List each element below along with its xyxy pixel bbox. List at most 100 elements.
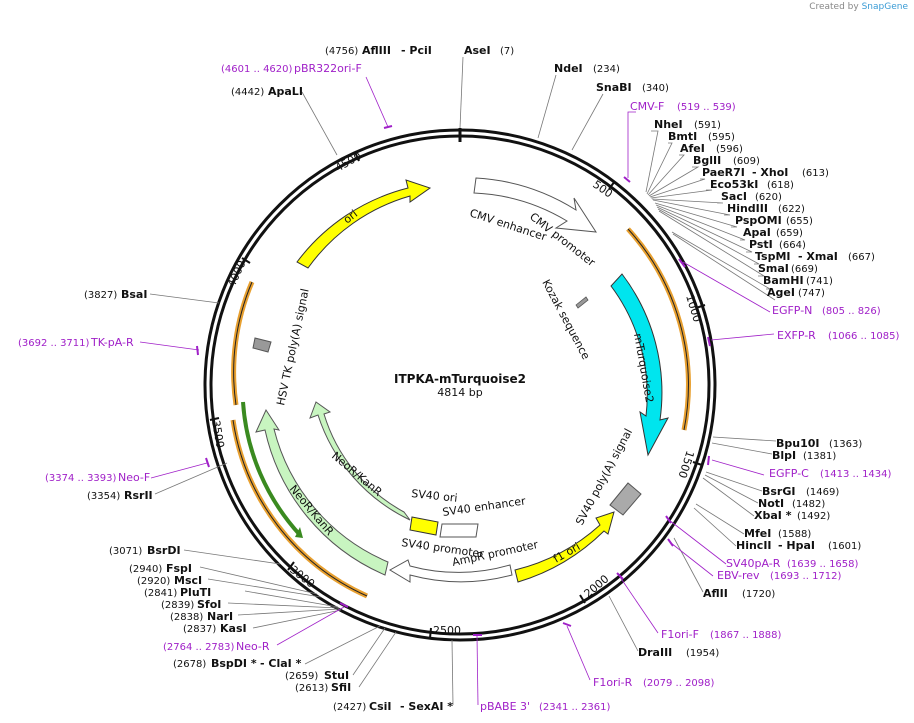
snabi-name: SnaBI bbox=[596, 81, 632, 94]
afliii-pos: (4756) bbox=[325, 46, 358, 57]
hpai-name: - HpaI bbox=[778, 539, 815, 552]
map-title: ITPKA-mTurquoise2 bbox=[394, 372, 526, 386]
kasi-pos: (2837) bbox=[183, 624, 216, 635]
exfpr-pos: (1066 .. 1085) bbox=[828, 331, 900, 342]
tspmi-pos: (667) bbox=[848, 252, 875, 263]
fspi-name: FspI bbox=[166, 562, 192, 575]
enzyme-leads bbox=[149, 56, 777, 706]
sv40par-name: SV40pA-R bbox=[726, 557, 781, 570]
nhei-name: NheI bbox=[654, 118, 683, 131]
pluti-pos: (2841) bbox=[144, 588, 177, 599]
tkpar-name: TK-pA-R bbox=[90, 336, 134, 349]
tspmi-name: TspMI bbox=[755, 250, 791, 263]
bglii-pos: (609) bbox=[733, 156, 760, 167]
hindiii-name: HindIII bbox=[727, 202, 768, 215]
hindiii-pos: (622) bbox=[778, 204, 805, 215]
pspomi-name: PspOMI bbox=[735, 214, 782, 227]
bsrgi-name: BsrGI bbox=[762, 485, 795, 498]
egfpn-name: EGFP-N bbox=[772, 304, 812, 317]
label-kozak: Kozak sequence bbox=[539, 277, 592, 362]
hincii-pos: (1601) bbox=[828, 541, 861, 552]
neor-name: Neo-R bbox=[236, 640, 270, 653]
draiii-pos: (1954) bbox=[686, 648, 719, 659]
blpi-pos: (1381) bbox=[803, 451, 836, 462]
f1orir-pos: (2079 .. 2098) bbox=[643, 678, 715, 689]
saci-pos: (620) bbox=[755, 192, 782, 203]
afei-name: AfeI bbox=[680, 142, 705, 155]
neof-pos: (3374 .. 3393) bbox=[45, 473, 117, 484]
tick-marks bbox=[209, 151, 706, 639]
pbabe-pos: (2341 .. 2361) bbox=[539, 702, 611, 713]
bspdi-name: BspDI * bbox=[211, 657, 257, 670]
f1orir-name: F1ori-R bbox=[593, 676, 633, 689]
apali-pos: (4442) bbox=[231, 87, 264, 98]
bmti-pos: (595) bbox=[708, 132, 735, 143]
egfpc-name: EGFP-C bbox=[769, 467, 809, 480]
orange-arc-neo-line bbox=[232, 419, 368, 597]
xhoi-name: - XhoI bbox=[752, 166, 788, 179]
tick-2500: 2500 bbox=[433, 624, 461, 637]
asei-pos: (7) bbox=[500, 46, 514, 57]
apai-name: ApaI bbox=[743, 226, 771, 239]
bpu10i-name: Bpu10I bbox=[776, 437, 820, 450]
apali-name: ApaLI bbox=[268, 85, 303, 98]
xbai-pos: (1492) bbox=[797, 511, 830, 522]
mturquoise2-arrow bbox=[610, 273, 669, 457]
green-arc-head bbox=[295, 527, 303, 538]
aflii-name: AflII bbox=[703, 587, 728, 600]
xmai-name: - XmaI bbox=[798, 250, 838, 263]
bspdi-pos: (2678) bbox=[173, 659, 206, 670]
kozak-box bbox=[575, 296, 589, 309]
pbr322-pos: (4601 .. 4620) bbox=[221, 64, 293, 75]
nari-name: NarI bbox=[207, 610, 233, 623]
afei-pos: (596) bbox=[716, 144, 743, 155]
bsai-pos: (3827) bbox=[84, 290, 117, 301]
sfii-pos: (2613) bbox=[295, 683, 328, 694]
cmvf-pos: (519 .. 539) bbox=[677, 102, 736, 113]
ndei-name: NdeI bbox=[554, 62, 583, 75]
label-neor-inner: NeoR/KanR bbox=[329, 449, 385, 499]
csii-pos: (2427) bbox=[333, 702, 366, 713]
sfoi-name: SfoI bbox=[197, 598, 221, 611]
afliii-name: AflIII bbox=[362, 44, 391, 57]
blpi-name: BlpI bbox=[772, 449, 796, 462]
asei-name: AseI bbox=[464, 44, 491, 57]
psti-pos: (664) bbox=[779, 240, 806, 251]
bsrdi-pos: (3071) bbox=[109, 546, 142, 557]
label-hsv-tk: HSV TK poly(A) signal bbox=[274, 287, 311, 406]
rsrii-name: RsrII bbox=[124, 489, 153, 502]
tick-4500: 4500 bbox=[333, 149, 364, 174]
f1-ori-arrow bbox=[514, 511, 615, 583]
eco53ki-name: Eco53kI bbox=[710, 178, 758, 191]
xbai-name: XbaI * bbox=[754, 509, 792, 522]
psti-name: PstI bbox=[749, 238, 773, 251]
csii-name: CsiI bbox=[369, 700, 391, 713]
ndei-pos: (234) bbox=[593, 64, 620, 75]
fspi-pos: (2940) bbox=[129, 564, 162, 575]
apai-pos: (659) bbox=[776, 228, 803, 239]
sv40par-pos: (1639 .. 1658) bbox=[787, 559, 859, 570]
bglii-name: BglII bbox=[693, 154, 721, 167]
saci-name: SacI bbox=[721, 190, 747, 203]
sv40-polya-box bbox=[609, 482, 642, 516]
draiii-name: DraIII bbox=[638, 646, 672, 659]
ebvrev-name: EBV-rev bbox=[717, 569, 760, 582]
snabi-pos: (340) bbox=[642, 83, 669, 94]
sv40-enhancer-box bbox=[439, 523, 479, 538]
label-f1-ori: f1 ori bbox=[551, 540, 582, 566]
noti-pos: (1482) bbox=[792, 499, 825, 510]
paer7i-name: PaeR7I bbox=[702, 166, 745, 179]
paer7i-pos: (613) bbox=[802, 168, 829, 179]
ampr-promoter-arrow bbox=[389, 559, 513, 583]
bmti-name: BmtI bbox=[668, 130, 697, 143]
label-sv40-ori: SV40 ori bbox=[411, 487, 458, 505]
egfpc-pos: (1413 .. 1434) bbox=[820, 469, 892, 480]
orange-arc-tk-line bbox=[233, 281, 253, 406]
noti-name: NotI bbox=[758, 497, 784, 510]
bpu10i-pos: (1363) bbox=[829, 439, 862, 450]
clai-name: - ClaI * bbox=[260, 657, 302, 670]
bsrgi-pos: (1469) bbox=[806, 487, 839, 498]
neor-pos: (2764 .. 2783) bbox=[163, 642, 235, 653]
orange-arc-tk bbox=[231, 281, 255, 406]
egfpn-pos: (805 .. 826) bbox=[822, 306, 881, 317]
